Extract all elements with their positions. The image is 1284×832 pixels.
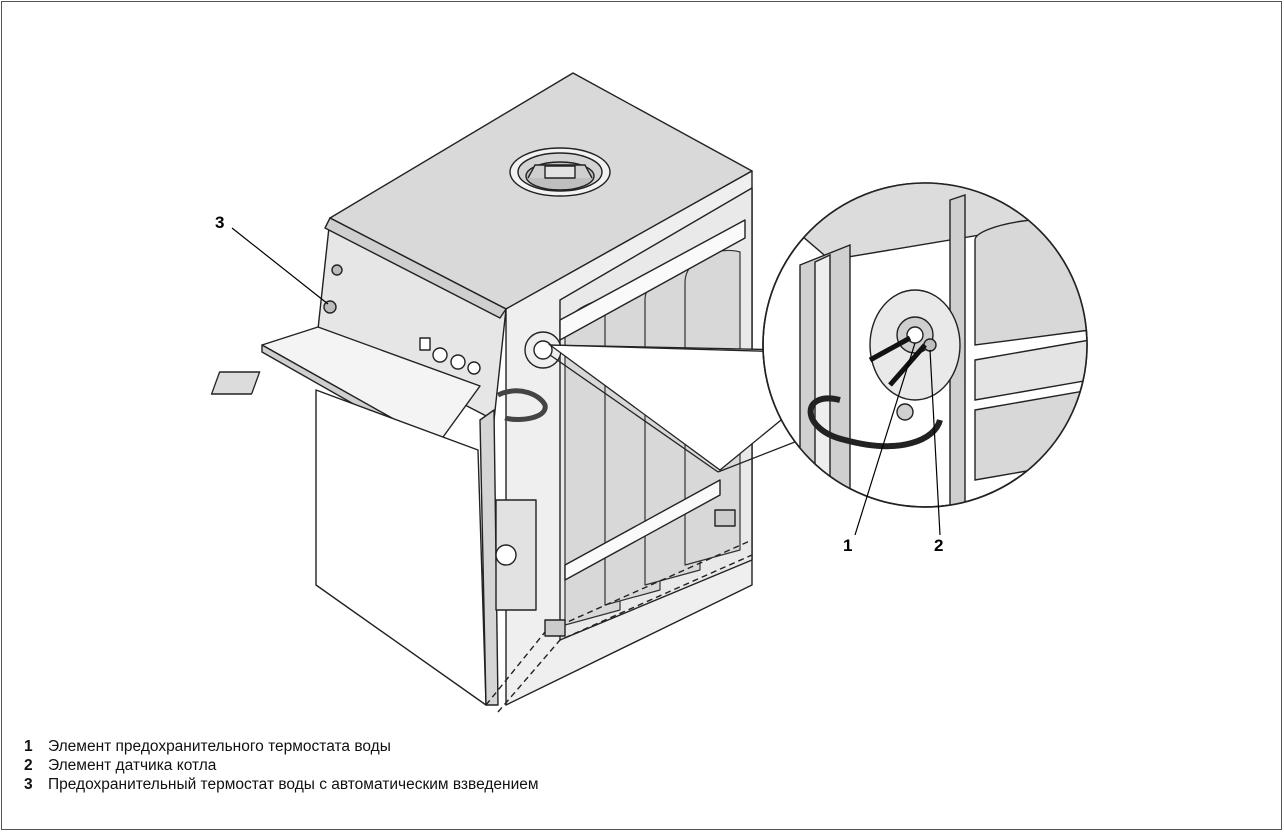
legend-number: 2 [24, 757, 33, 774]
callout-1-leader [854, 342, 916, 536]
legend-number: 1 [24, 738, 33, 755]
callout-1: 1 [843, 536, 853, 555]
magnifier-detail [762, 182, 1088, 536]
boiler-body [210, 72, 753, 713]
callout-2: 2 [934, 536, 944, 555]
legend-text: Предохранительный термостат воды с автом… [48, 776, 539, 793]
callout-3: 3 [215, 213, 225, 232]
legend: 1 Элемент предохранительного термостата … [24, 737, 539, 794]
callout-2-leader [929, 349, 941, 536]
zoom-beams [547, 344, 832, 473]
front-casing [315, 389, 487, 706]
legend-item: 1 Элемент предохранительного термостата … [24, 737, 539, 756]
flue-opening [509, 147, 611, 197]
callout-3-leader [231, 227, 329, 305]
legend-text: Элемент датчика котла [48, 757, 217, 774]
legend-item: 3 Предохранительный термостат воды с авт… [24, 775, 539, 794]
legend-item: 2 Элемент датчика котла [24, 756, 539, 775]
legend-text: Элемент предохранительного термостата во… [48, 738, 391, 755]
legend-number: 3 [24, 776, 33, 793]
thermostat-knob [323, 300, 337, 314]
